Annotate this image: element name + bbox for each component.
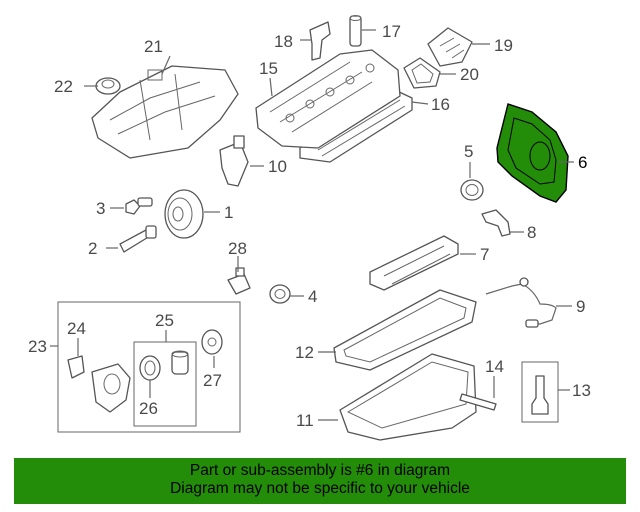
callout-13[interactable]: 13 <box>572 381 591 400</box>
part-drain-bolt[interactable] <box>459 393 497 411</box>
callout-18[interactable]: 18 <box>274 32 293 51</box>
callout-15[interactable]: 15 <box>259 59 278 78</box>
part-bracket[interactable] <box>309 21 331 61</box>
callout-9[interactable]: 9 <box>576 297 585 316</box>
info-banner: Part or sub-assembly is #6 in diagram Di… <box>14 458 626 504</box>
group-23-box <box>57 301 241 433</box>
callout-27[interactable]: 27 <box>203 371 222 390</box>
part-cover-plate[interactable] <box>427 27 473 67</box>
callout-25[interactable]: 25 <box>155 311 174 330</box>
part-gasket-small[interactable] <box>67 355 85 379</box>
callout-10[interactable]: 10 <box>268 157 287 176</box>
callout-21[interactable]: 21 <box>144 37 163 56</box>
part-level-sensor[interactable] <box>531 375 549 415</box>
part-6-highlighted[interactable] <box>496 103 569 203</box>
callout-19[interactable]: 19 <box>494 36 513 55</box>
group-25-box <box>133 341 197 427</box>
part-13-box <box>521 361 559 423</box>
part-bolt[interactable] <box>119 225 157 253</box>
callout-3[interactable]: 3 <box>96 199 105 218</box>
callout-5[interactable]: 5 <box>464 142 473 161</box>
part-bolt-short[interactable] <box>125 197 153 215</box>
part-oil-pan[interactable] <box>339 353 477 441</box>
callout-4[interactable]: 4 <box>308 287 317 306</box>
callout-17[interactable]: 17 <box>382 22 401 41</box>
callout-8[interactable]: 8 <box>527 223 536 242</box>
part-engine-cover[interactable] <box>91 65 239 159</box>
callout-1[interactable]: 1 <box>224 203 233 222</box>
part-baffle[interactable] <box>369 235 459 291</box>
part-sensor[interactable] <box>219 135 249 187</box>
part-pipe[interactable] <box>481 209 511 237</box>
part-oil-filter[interactable] <box>171 350 189 375</box>
part-seal-rear[interactable] <box>460 179 484 201</box>
callout-2[interactable]: 2 <box>88 239 97 258</box>
part-oil-pan-gasket[interactable] <box>333 289 477 371</box>
callout-6[interactable]: 6 <box>578 153 587 172</box>
callout-24[interactable]: 24 <box>67 319 86 338</box>
callout-28[interactable]: 28 <box>228 239 247 258</box>
banner-line-2: Diagram may not be specific to your vehi… <box>170 480 470 497</box>
callout-14[interactable]: 14 <box>485 357 504 376</box>
callout-12[interactable]: 12 <box>295 343 314 362</box>
callout-7[interactable]: 7 <box>480 245 489 264</box>
part-crankshaft-pulley[interactable] <box>164 189 204 239</box>
callout-22[interactable]: 22 <box>54 77 73 96</box>
part-gasket[interactable] <box>403 57 441 89</box>
part-filter-cap[interactable] <box>201 329 223 355</box>
part-oil-level-sensor[interactable] <box>485 277 557 328</box>
part-spark-plug-tube[interactable] <box>349 15 362 47</box>
callout-23[interactable]: 23 <box>28 337 47 356</box>
callout-26[interactable]: 26 <box>139 399 158 418</box>
part-oil-filter-housing[interactable] <box>91 363 131 413</box>
part-oil-filler-cap[interactable] <box>95 77 121 95</box>
callout-11[interactable]: 11 <box>296 411 314 430</box>
part-o-ring[interactable] <box>139 355 161 381</box>
part-sensor-small[interactable] <box>227 267 251 295</box>
callout-20[interactable]: 20 <box>460 65 479 84</box>
part-valve-cover[interactable] <box>255 49 401 149</box>
part-seal[interactable] <box>269 284 291 304</box>
banner-line-1: Part or sub-assembly is #6 in diagram <box>189 462 451 479</box>
callout-16[interactable]: 16 <box>431 95 450 114</box>
